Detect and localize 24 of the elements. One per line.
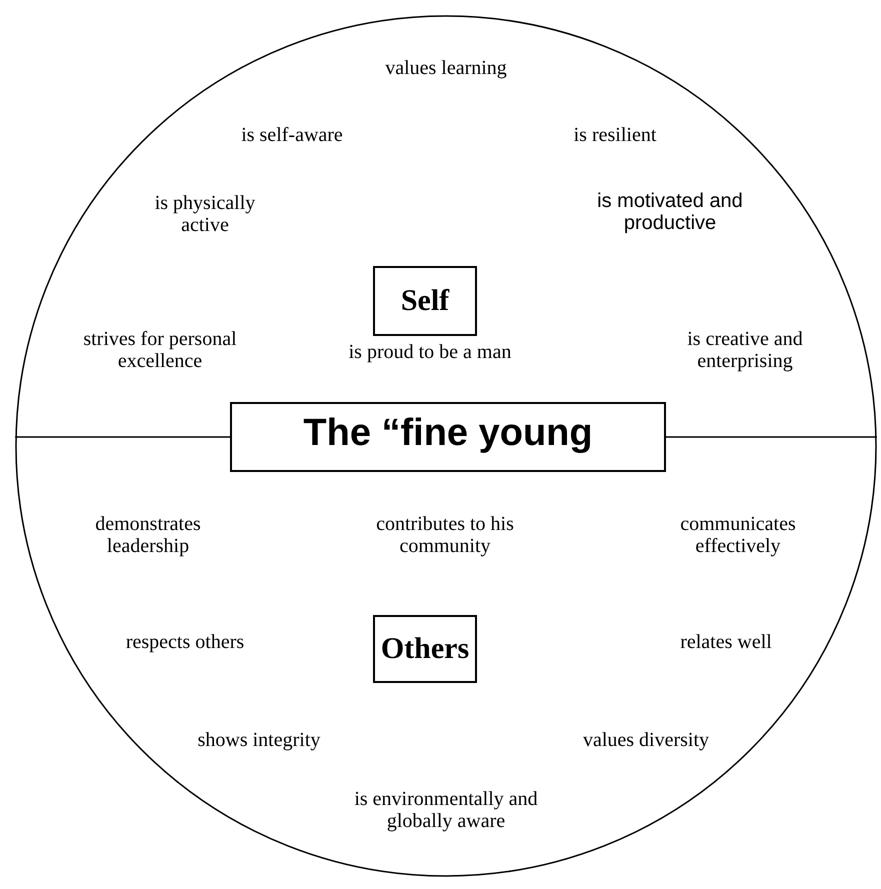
trait-text: respects others (124, 631, 246, 653)
trait-text: contributes to his community (375, 513, 515, 557)
trait-text: is motivated and productive (596, 190, 744, 234)
text-box (230, 402, 666, 472)
trait-text: relates well (679, 631, 773, 653)
text-box (373, 266, 477, 336)
trait-text: is creative and enterprising (686, 328, 804, 372)
trait-text: strives for personal excellence (82, 328, 238, 372)
box-title: The “fine young (303, 412, 593, 456)
trait-text: values learning (384, 57, 508, 79)
trait-text: demonstrates leadership (94, 513, 202, 557)
trait-text: shows integrity (196, 729, 322, 751)
trait-text: is environmentally and globally aware (353, 788, 539, 832)
trait-text: is resilient (572, 124, 658, 146)
trait-text: is proud to be a man (348, 341, 512, 363)
trait-text: values diversity (582, 729, 710, 751)
trait-text: is self-aware (240, 124, 344, 146)
connector-line (15, 436, 230, 438)
box-title: Self (400, 284, 450, 318)
connector-line (666, 436, 877, 438)
box-title: Others (380, 632, 470, 666)
text-box (373, 615, 477, 683)
trait-text: is physically active (154, 192, 256, 236)
trait-text: communicates effectively (679, 513, 797, 557)
